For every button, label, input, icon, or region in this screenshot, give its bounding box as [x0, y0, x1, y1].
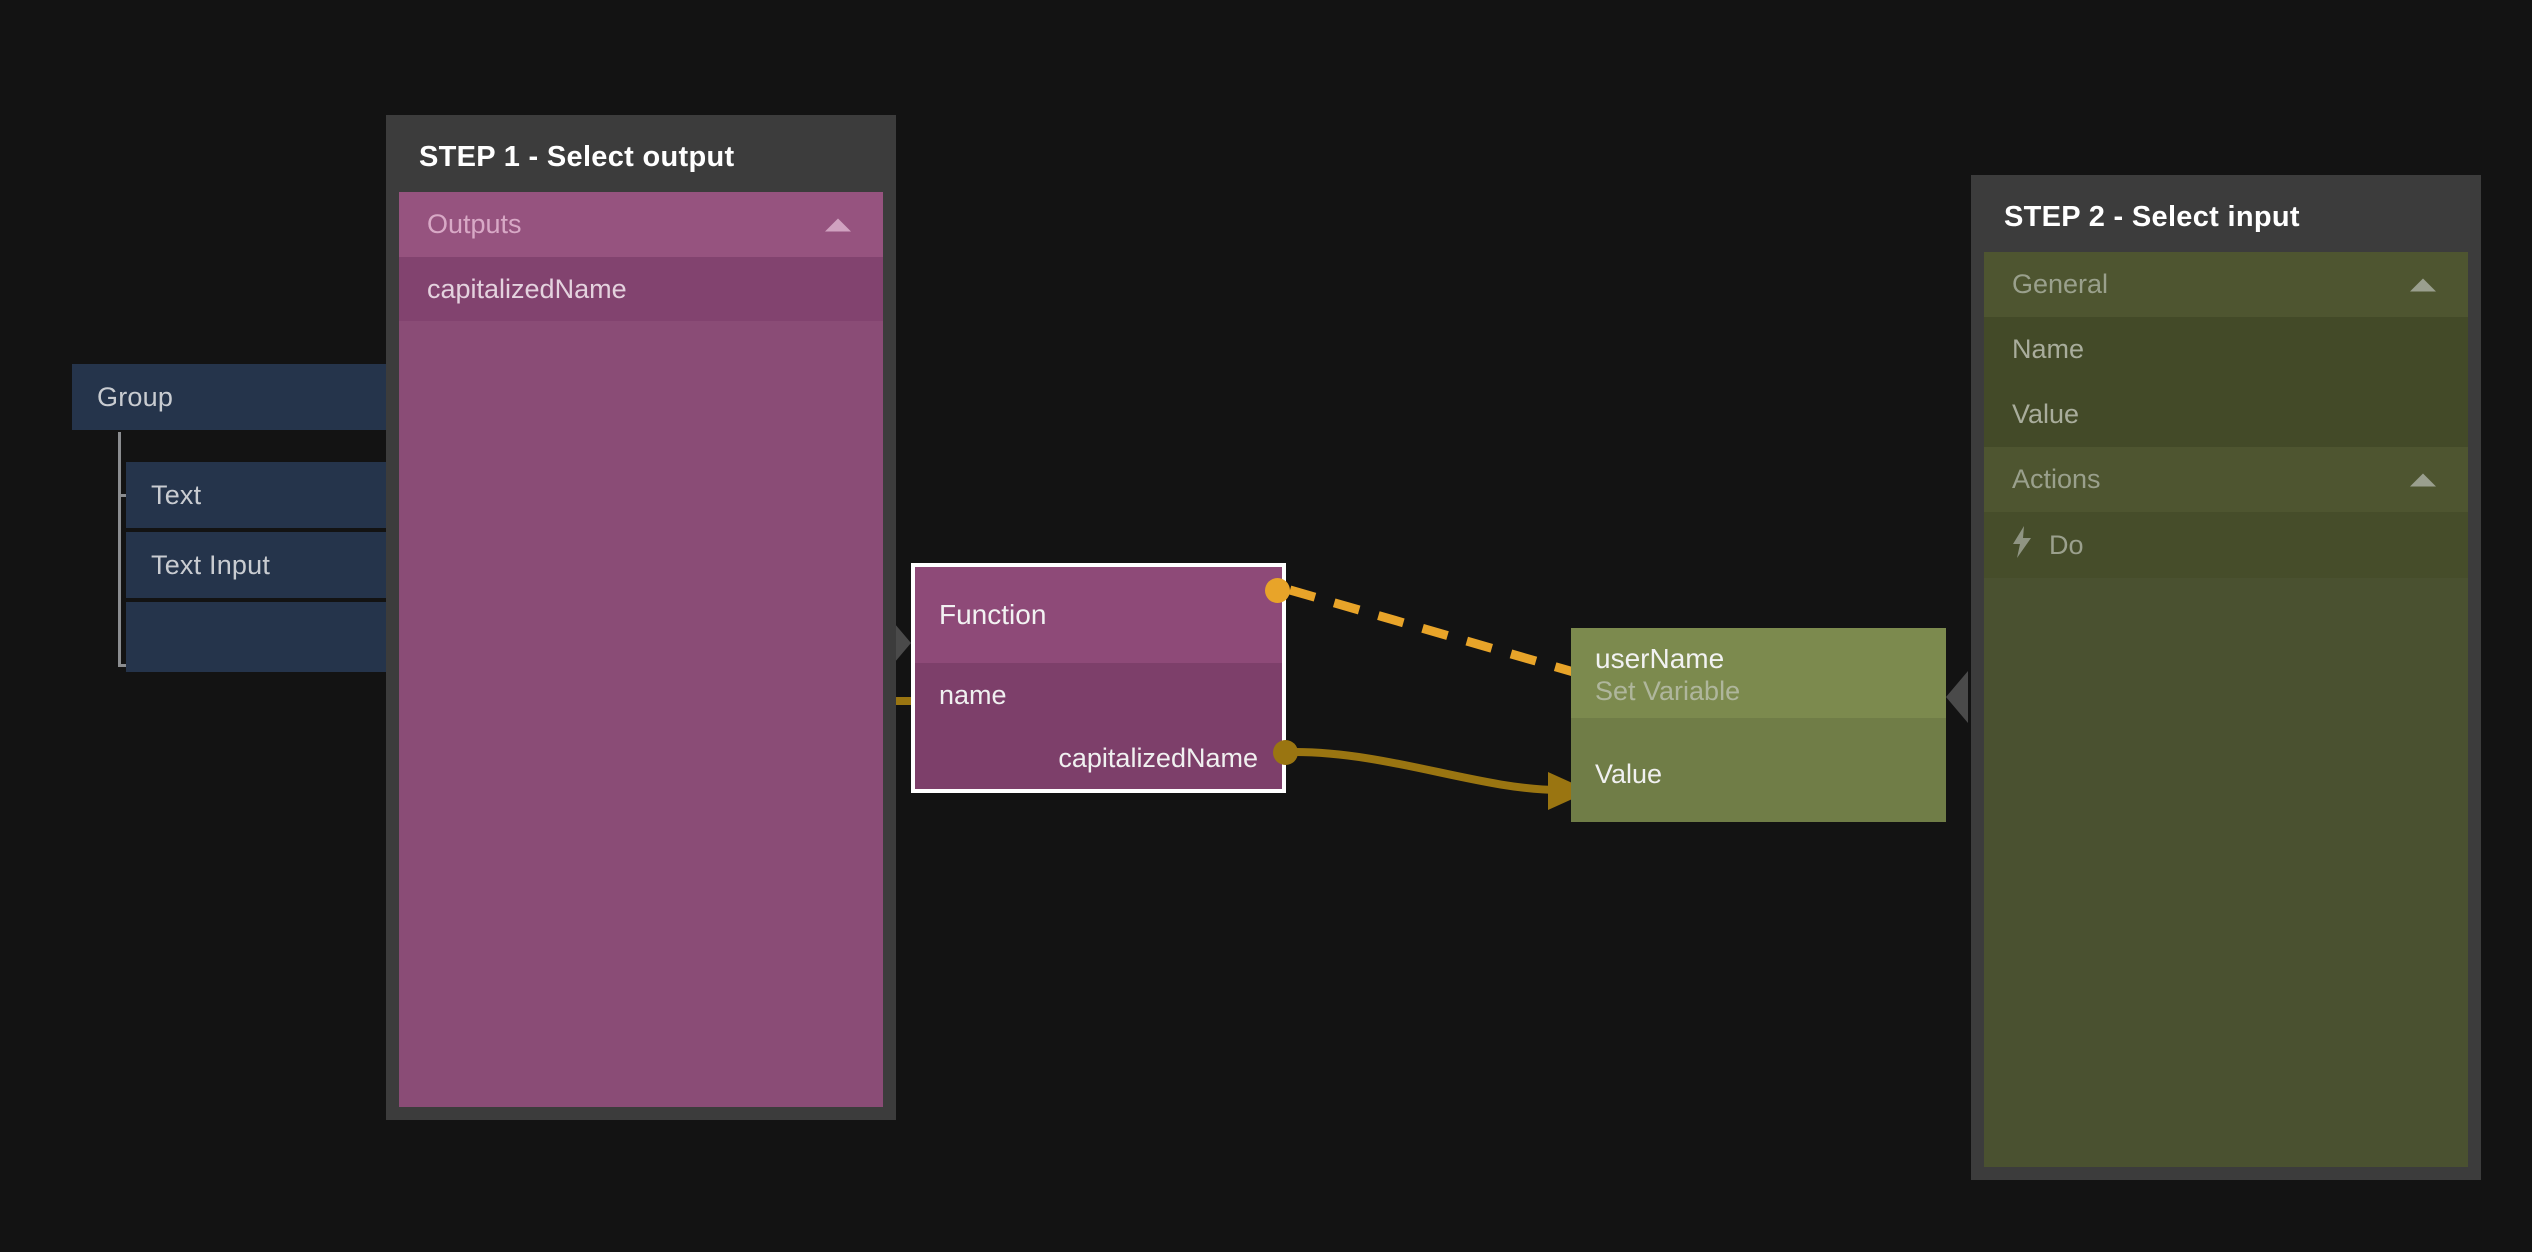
tree-item-label: Group — [97, 381, 174, 412]
input-port-label: Value — [1595, 758, 1663, 789]
set-variable-node-title: userName — [1595, 643, 1725, 675]
step2-section-general[interactable]: General — [1984, 252, 2468, 317]
step1-empty-area — [399, 321, 883, 1107]
step1-section-outputs[interactable]: Outputs — [399, 192, 883, 257]
function-node[interactable]: Function name capitalizedName — [889, 563, 1286, 793]
set-variable-node-header[interactable]: userName Set Variable — [1571, 628, 1946, 718]
chevron-up-icon[interactable] — [825, 218, 851, 231]
item-label: capitalizedName — [427, 273, 627, 304]
exec-output-triangle-icon[interactable] — [1946, 671, 1968, 723]
step2-item-name[interactable]: Name — [1984, 317, 2468, 382]
item-label: Name — [2012, 334, 2085, 364]
input-port-label: name — [939, 679, 1007, 710]
output-port-label: capitalizedName — [1058, 742, 1258, 773]
section-label: Outputs — [427, 209, 522, 239]
chevron-up-icon[interactable] — [2410, 278, 2436, 291]
set-variable-input-row[interactable]: Value — [1571, 744, 1946, 804]
item-label: Value — [2012, 399, 2080, 429]
chevron-up-icon[interactable] — [2410, 473, 2436, 486]
step2-title: STEP 2 - Select input — [2004, 201, 2300, 233]
component-tree-panel[interactable]: Group Text Text Input — [72, 364, 402, 764]
step2-section-actions[interactable]: Actions — [1984, 447, 2468, 512]
exec-output-port[interactable] — [1265, 578, 1290, 603]
step1-body[interactable]: Outputs capitalizedName — [399, 192, 883, 1107]
function-node-input-row[interactable]: name — [915, 663, 1282, 727]
step2-panel[interactable]: STEP 2 - Select input General Name Value… — [1971, 175, 2481, 1180]
data-wire — [1294, 748, 1561, 794]
tree-connector-vertical — [118, 432, 121, 667]
function-node-header[interactable]: Function — [915, 567, 1282, 663]
tree-item-label: Text — [151, 479, 202, 510]
function-node-output-row[interactable]: capitalizedName — [915, 727, 1282, 789]
tree-item-text-input[interactable]: Text Input — [126, 532, 402, 598]
set-variable-node-subtitle: Set Variable — [1595, 675, 1741, 706]
data-output-port[interactable] — [1273, 740, 1298, 765]
tree-item-text[interactable]: Text — [126, 462, 402, 528]
tree-item-label: Text Input — [151, 549, 271, 580]
set-variable-node[interactable]: userName Set Variable Value — [1571, 628, 1968, 822]
step2-item-value[interactable]: Value — [1984, 382, 2468, 447]
section-label: Actions — [2012, 464, 2101, 494]
step2-empty-area — [1984, 578, 2468, 1167]
section-label: General — [2012, 269, 2109, 299]
step2-item-do[interactable]: Do — [1984, 512, 2468, 578]
item-label: Do — [2049, 529, 2084, 560]
step1-panel[interactable]: STEP 1 - Select output Outputs capitaliz… — [386, 115, 896, 1120]
lightning-bolt-icon — [2012, 526, 2032, 564]
tree-item-group[interactable]: Group — [72, 364, 402, 430]
step1-item-capitalizedname[interactable]: capitalizedName — [399, 257, 883, 321]
step2-body[interactable]: General Name Value Actions Do — [1984, 252, 2468, 1167]
step1-title: STEP 1 - Select output — [419, 141, 735, 173]
function-node-title: Function — [939, 598, 1047, 630]
tree-empty-area — [126, 602, 402, 672]
